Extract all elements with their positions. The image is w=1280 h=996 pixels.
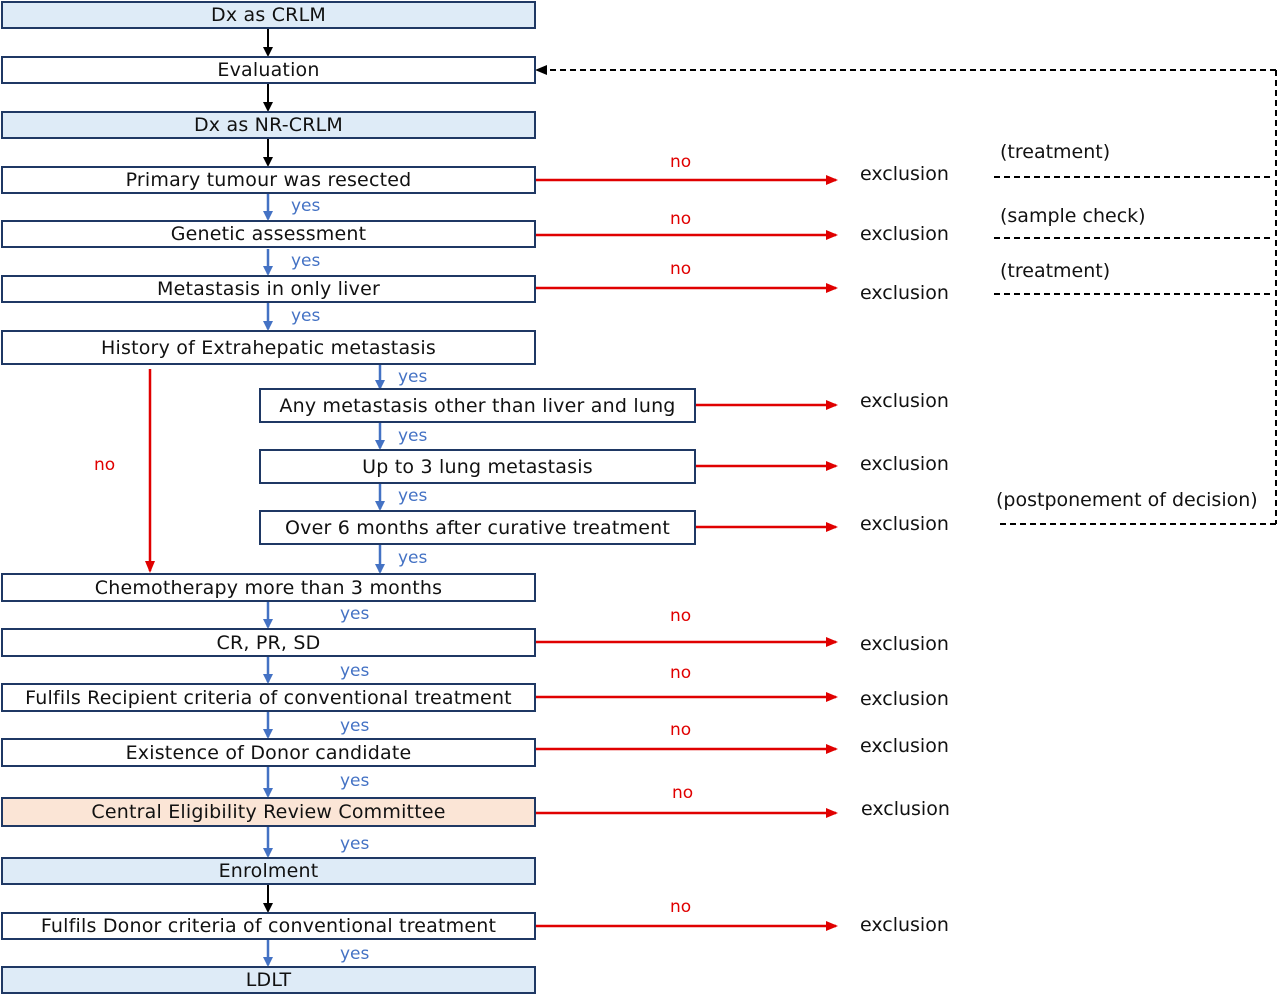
- exclusion-label: exclusion: [860, 282, 949, 304]
- yes-label: yes: [340, 661, 370, 681]
- exclusion-label: exclusion: [860, 633, 949, 655]
- yes-label: yes: [398, 486, 428, 506]
- no-label: no: [670, 897, 692, 917]
- box-donor-candidate: Existence of Donor candidate: [1, 738, 536, 767]
- no-label: no: [670, 152, 692, 172]
- yes-label: yes: [340, 944, 370, 964]
- yes-label: yes: [340, 771, 370, 791]
- exclusion-label: exclusion: [861, 798, 950, 820]
- box-other-than-liver-lung: Any metastasis other than liver and lung: [259, 388, 696, 423]
- no-label: no: [670, 720, 692, 740]
- exclusion-label: exclusion: [860, 914, 949, 936]
- box-recipient-criteria: Fulfils Recipient criteria of convention…: [1, 683, 536, 712]
- yes-label: yes: [398, 548, 428, 568]
- box-donor-criteria: Fulfils Donor criteria of conventional t…: [1, 912, 536, 940]
- no-label: no: [94, 455, 116, 475]
- exclusion-label: exclusion: [860, 453, 949, 475]
- yes-label: yes: [340, 716, 370, 736]
- yes-label: yes: [291, 196, 321, 216]
- yes-label: yes: [340, 604, 370, 624]
- box-liver-only: Metastasis in only liver: [1, 275, 536, 303]
- note-sample-check: (sample check): [1000, 205, 1146, 227]
- exclusion-label: exclusion: [860, 688, 949, 710]
- box-evaluation: Evaluation: [1, 56, 536, 84]
- exclusion-label: exclusion: [860, 163, 949, 185]
- box-ldlt: LDLT: [1, 966, 536, 994]
- box-dx-crlm: Dx as CRLM: [1, 1, 536, 29]
- yes-label: yes: [291, 251, 321, 271]
- note-treatment: (treatment): [1000, 260, 1111, 282]
- no-label: no: [670, 606, 692, 626]
- exclusion-label: exclusion: [860, 735, 949, 757]
- box-dx-nr-crlm: Dx as NR-CRLM: [1, 111, 536, 139]
- no-label: no: [670, 259, 692, 279]
- exclusion-label: exclusion: [860, 223, 949, 245]
- exclusion-label: exclusion: [860, 390, 949, 412]
- box-response: CR, PR, SD: [1, 628, 536, 657]
- box-primary-resected: Primary tumour was resected: [1, 166, 536, 194]
- box-over-6-months: Over 6 months after curative treatment: [259, 510, 696, 545]
- note-postponement: (postponement of decision): [996, 489, 1258, 511]
- box-history-extrahepatic: History of Extrahepatic metastasis: [1, 330, 536, 365]
- box-genetic-assessment: Genetic assessment: [1, 220, 536, 248]
- yes-label: yes: [340, 834, 370, 854]
- yes-label: yes: [291, 306, 321, 326]
- no-label: no: [672, 783, 694, 803]
- yes-label: yes: [398, 426, 428, 446]
- box-review-committee: Central Eligibility Review Committee: [1, 797, 536, 827]
- box-lung-up-to-3: Up to 3 lung metastasis: [259, 449, 696, 484]
- box-chemotherapy: Chemotherapy more than 3 months: [1, 573, 536, 602]
- yes-label: yes: [398, 367, 428, 387]
- exclusion-label: exclusion: [860, 513, 949, 535]
- no-label: no: [670, 209, 692, 229]
- note-treatment: (treatment): [1000, 141, 1111, 163]
- no-label: no: [670, 663, 692, 683]
- box-enrolment: Enrolment: [1, 857, 536, 885]
